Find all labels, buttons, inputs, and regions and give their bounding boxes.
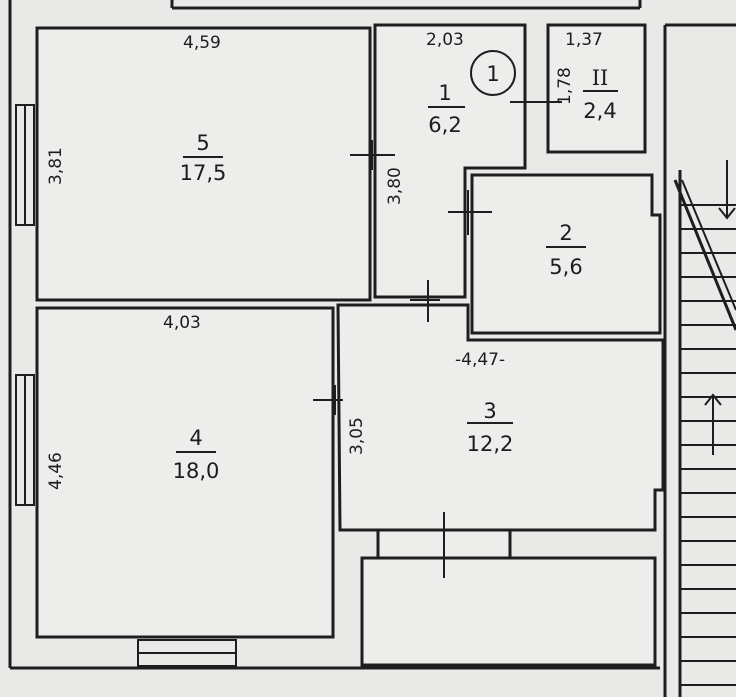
svg-text:2,4: 2,4: [583, 99, 616, 123]
room-3: [336, 303, 665, 532]
window-room-5: [15, 104, 35, 226]
window-bottom: [137, 639, 237, 667]
svg-text:1,78: 1,78: [555, 67, 575, 105]
svg-text:1: 1: [486, 62, 499, 86]
room-2-label: 2 5,6: [546, 221, 586, 279]
svg-text:17,5: 17,5: [180, 161, 227, 185]
window-room-4: [15, 374, 35, 506]
svg-text:-4,47-: -4,47-: [455, 350, 505, 370]
room-II: [546, 23, 647, 154]
svg-text:II: II: [592, 66, 609, 90]
room-1: [373, 23, 527, 299]
room-5: [35, 26, 372, 302]
outer-walls: [8, 0, 736, 697]
room-bottom: [360, 556, 657, 667]
svg-text:5: 5: [196, 131, 209, 155]
room-II-label: II 2,4 1,37 1,78: [555, 30, 618, 123]
room-4: [35, 306, 335, 639]
svg-text:3: 3: [483, 399, 496, 423]
room-5-label: 5 17,5 4,59 3,81: [46, 33, 226, 185]
svg-text:6,2: 6,2: [428, 113, 461, 137]
staircase: [673, 160, 736, 697]
room-3-label: 3 12,2 -4,47- 3,05: [347, 350, 513, 456]
room-1-label: 1 6,2 2,03 3,80 1: [385, 30, 516, 205]
svg-text:5,6: 5,6: [549, 255, 582, 279]
svg-text:4,03: 4,03: [163, 313, 201, 333]
svg-text:3,81: 3,81: [46, 147, 66, 185]
svg-text:2: 2: [559, 221, 572, 245]
svg-text:1,37: 1,37: [565, 30, 603, 50]
svg-text:12,2: 12,2: [467, 432, 514, 456]
door-marks: [313, 101, 562, 578]
room-4-label: 4 18,0 4,03 4,46: [46, 313, 219, 490]
svg-text:4,59: 4,59: [183, 33, 221, 53]
svg-text:3,05: 3,05: [347, 417, 367, 455]
svg-text:1: 1: [438, 81, 451, 105]
svg-text:4: 4: [189, 426, 202, 450]
svg-text:4,46: 4,46: [46, 452, 66, 490]
svg-text:3,80: 3,80: [385, 167, 405, 205]
svg-text:2,03: 2,03: [426, 30, 464, 50]
svg-text:18,0: 18,0: [173, 459, 220, 483]
room-2: [470, 173, 662, 335]
